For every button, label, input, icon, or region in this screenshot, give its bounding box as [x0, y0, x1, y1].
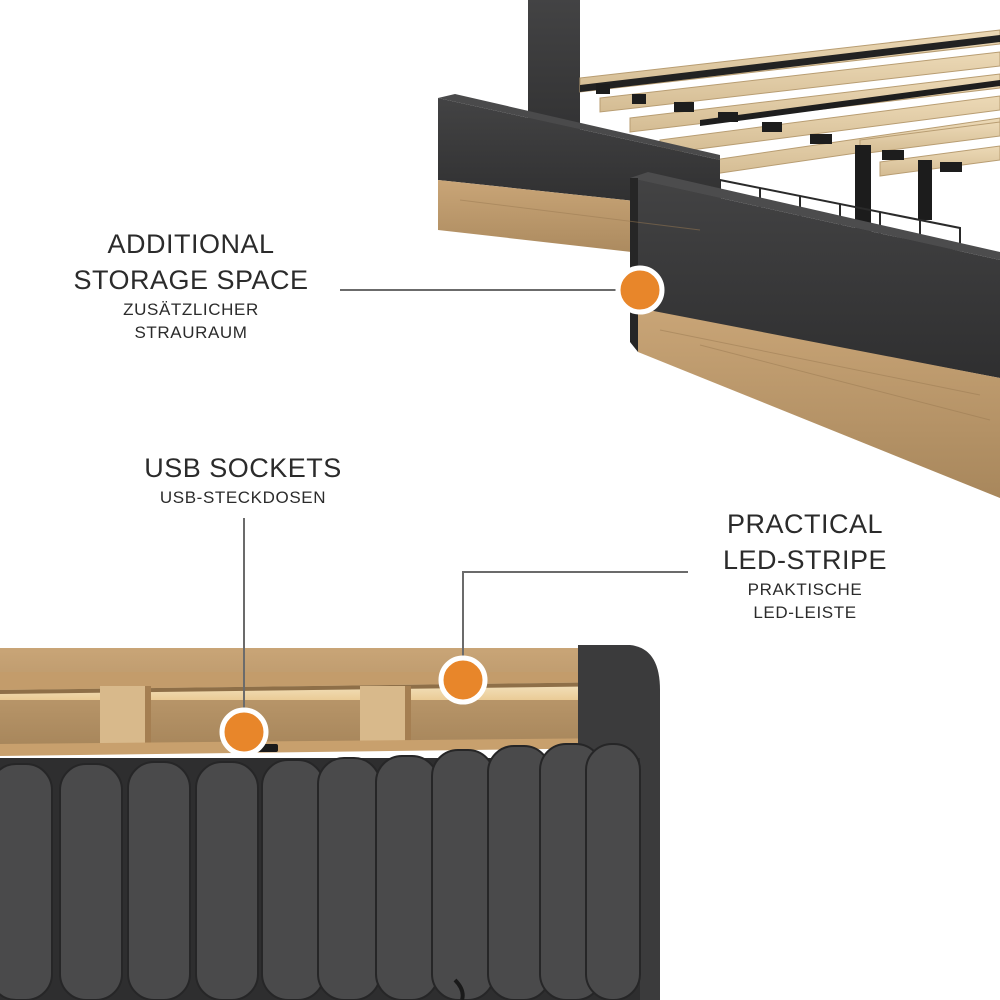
- callout-led: PRACTICAL LED-STRIPE PRAKTISCHE LED-LEIS…: [700, 506, 910, 624]
- callout-storage-subtitle-line-2: STRAURAUM: [134, 323, 248, 342]
- callout-usb-title-line-1: USB SOCKETS: [144, 453, 342, 483]
- accent-dots: [219, 265, 665, 757]
- callout-led-title: PRACTICAL LED-STRIPE: [700, 506, 910, 578]
- led-marker-dot: [438, 655, 488, 705]
- usb-marker-dot: [219, 707, 269, 757]
- storage-marker-dot: [615, 265, 665, 315]
- callout-usb: USB SOCKETS USB-STECKDOSEN: [118, 450, 368, 509]
- callout-storage-subtitle-line-1: ZUSÄTZLICHER: [123, 300, 259, 319]
- callout-storage-subtitle: ZUSÄTZLICHER STRAURAUM: [60, 298, 322, 344]
- callout-storage-title-line-2: STORAGE SPACE: [73, 265, 309, 295]
- callout-storage-title-line-1: ADDITIONAL: [107, 229, 275, 259]
- callout-usb-title: USB SOCKETS: [118, 450, 368, 486]
- callout-led-subtitle-line-1: PRAKTISCHE: [747, 580, 863, 599]
- callout-usb-subtitle: USB-STECKDOSEN: [118, 486, 368, 509]
- callout-storage: ADDITIONAL STORAGE SPACE ZUSÄTZLICHER ST…: [60, 226, 322, 344]
- callout-led-subtitle-line-2: LED-LEISTE: [753, 603, 857, 622]
- callout-storage-title: ADDITIONAL STORAGE SPACE: [60, 226, 322, 298]
- callout-led-subtitle: PRAKTISCHE LED-LEISTE: [700, 578, 910, 624]
- callout-usb-subtitle-line-1: USB-STECKDOSEN: [159, 488, 327, 507]
- callout-led-title-line-2: LED-STRIPE: [722, 545, 888, 575]
- callout-led-title-line-1: PRACTICAL: [726, 509, 884, 539]
